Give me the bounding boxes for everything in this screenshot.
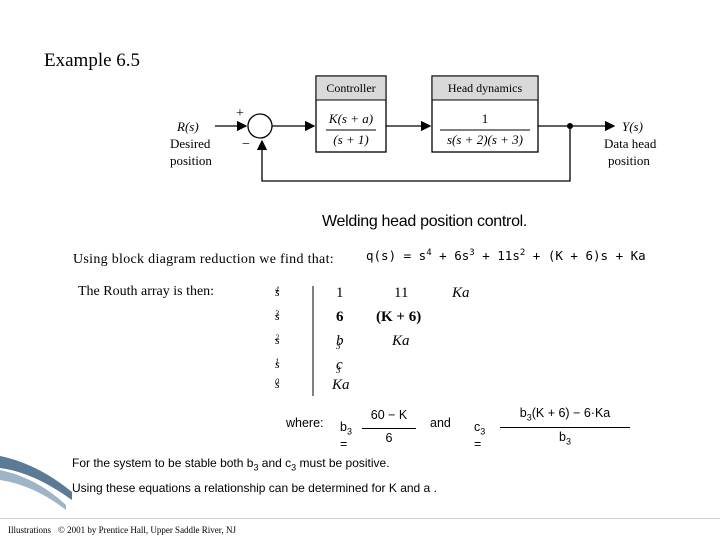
copyright-text: © 2001 by Prentice Hall, Upper Saddle Ri… (58, 525, 236, 535)
output-label-line1: Data head (604, 136, 657, 151)
routh-label: The Routh array is then: (78, 284, 215, 299)
plus-sign: + (236, 106, 244, 121)
b3-denominator: 6 (385, 431, 393, 445)
b3-numerator: 60 − K (370, 408, 408, 422)
and-label: and (430, 416, 451, 430)
c3-denominator: b3 (559, 430, 571, 447)
where-label: where: (286, 416, 324, 430)
relationship-text: Using these equations a relationship can… (72, 481, 437, 495)
output-symbol: Y(s) (622, 119, 643, 134)
c3-numerator: b3(K + 6) − 6·Ka (519, 406, 611, 423)
minus-sign: − (242, 137, 250, 152)
input-label-line2: position (170, 153, 212, 168)
slide-title: Example 6.5 (44, 50, 141, 71)
characteristic-equation: q(s) = s4 + 6s3 + 11s2 + (K + 6)s + Ka (366, 248, 646, 264)
b3-lhs: b3 = (340, 420, 352, 451)
controller-header (315, 75, 387, 101)
illustrations-label: Illustrations (6, 525, 53, 535)
plant-header (431, 75, 539, 101)
output-label-line2: position (608, 153, 650, 168)
feedback-path (256, 126, 571, 182)
controller-denominator: (s + 1) (333, 132, 369, 147)
plant-denominator: s(s + 2)(s + 3) (446, 132, 524, 147)
c3-lhs: c3 = (474, 420, 486, 451)
b3-fraction-bar (362, 428, 416, 429)
reduction-text: Using block diagram reduction we find th… (73, 252, 334, 267)
plant-numerator: 1 (481, 111, 489, 126)
stability-condition-text: For the system to be stable both b3 and … (72, 456, 390, 473)
diagram-caption: Welding head position control. (322, 213, 528, 230)
input-symbol: R(s) (177, 119, 199, 134)
c3-fraction-bar (500, 427, 630, 428)
controller-label: Controller (326, 81, 376, 95)
plant-label: Head dynamics (447, 81, 523, 95)
controller-numerator: K(s + a) (328, 111, 374, 126)
input-label-line1: Desired (170, 136, 211, 151)
